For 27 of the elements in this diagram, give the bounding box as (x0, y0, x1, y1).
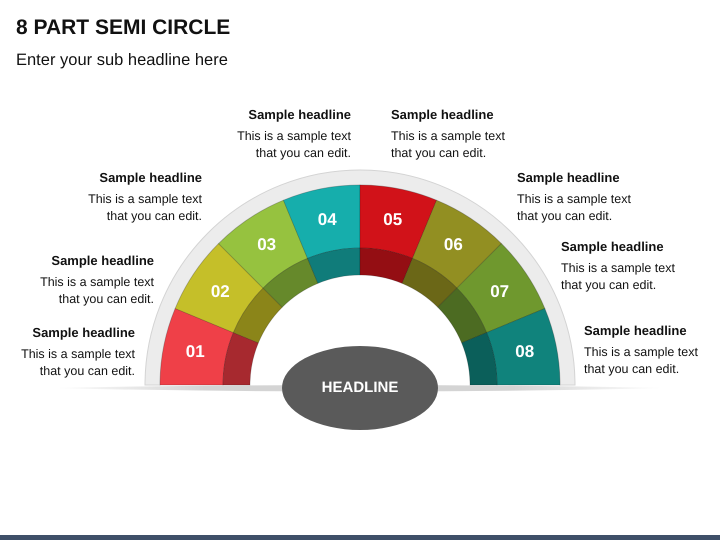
segment-number: 04 (318, 210, 337, 230)
center-label: HEADLINE (322, 378, 398, 398)
item-heading: Sample headline (51, 252, 154, 269)
item-description: This is a sample text that you can edit. (20, 346, 135, 380)
item-heading: Sample headline (584, 322, 687, 339)
item-heading: Sample headline (32, 324, 135, 341)
segment-number: 01 (186, 342, 205, 362)
item-heading: Sample headline (391, 106, 494, 123)
segment-number: 03 (257, 235, 276, 256)
item-heading: Sample headline (561, 238, 664, 255)
item-heading: Sample headline (517, 169, 620, 186)
item-description: This is a sample text that you can edit. (391, 128, 506, 162)
slide-subtitle: Enter your sub headline here (16, 50, 228, 71)
item-description: This is a sample text that you can edit. (87, 191, 202, 225)
segment-number: 08 (515, 342, 534, 362)
segment-number: 07 (490, 282, 510, 302)
segment-number: 02 (210, 282, 230, 302)
segment-number: 06 (444, 235, 463, 256)
item-heading: Sample headline (99, 169, 202, 186)
slide-title: 8 PART SEMI CIRCLE (16, 15, 230, 41)
item-description: This is a sample text that you can edit. (561, 260, 676, 294)
item-heading: Sample headline (248, 106, 351, 123)
item-description: This is a sample text that you can edit. (584, 344, 699, 378)
item-description: This is a sample text that you can edit. (39, 274, 154, 308)
segment-number: 05 (383, 210, 402, 230)
item-description: This is a sample text that you can edit. (236, 128, 351, 162)
item-description: This is a sample text that you can edit. (517, 191, 632, 225)
